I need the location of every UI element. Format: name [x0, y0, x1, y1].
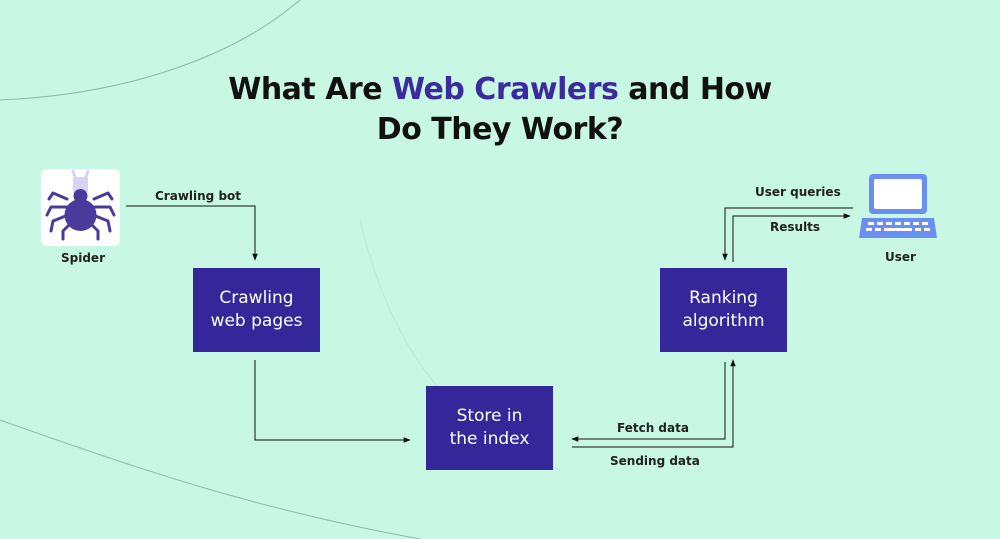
spider-card: [41, 169, 120, 246]
spider-label: Spider: [61, 251, 105, 265]
crawling-box-line-1: Crawling: [219, 288, 294, 308]
title-part-1: What Are: [228, 72, 393, 107]
user-queries-label: User queries: [755, 185, 841, 199]
results-label: Results: [770, 220, 821, 234]
arrow-crawling-to-index: [254, 360, 411, 443]
crawling-web-pages-box: Crawling web pages: [193, 268, 320, 352]
arrow-results: [732, 213, 851, 262]
crawling-bot-label: Crawling bot: [155, 189, 242, 203]
arrow-sending-data: [572, 359, 736, 448]
spider-icon: [45, 169, 116, 241]
user-label: User: [885, 250, 916, 264]
title-part-2: and How: [618, 72, 772, 107]
title-line-1: What Are Web Crawlers and How: [0, 70, 1000, 110]
ranking-box-line-2: algorithm: [682, 311, 765, 331]
index-box-line-1: Store in: [456, 406, 523, 426]
title-line-2: Do They Work?: [376, 112, 624, 147]
arrow-user-queries: [722, 207, 853, 261]
laptop-icon: [859, 174, 937, 238]
store-in-index-box: Store in the index: [426, 386, 553, 470]
arrow-crawling-bot: [126, 205, 258, 261]
crawling-box-line-2: web pages: [210, 311, 303, 331]
diagram-title: What Are Web Crawlers and How Do They Wo…: [0, 70, 1000, 150]
sending-data-label: Sending data: [610, 454, 700, 468]
arrow-fetch-data: [571, 362, 726, 442]
ranking-box-line-1: Ranking: [689, 288, 758, 308]
ranking-algorithm-box: Ranking algorithm: [660, 268, 787, 352]
index-box-line-2: the index: [449, 429, 530, 449]
fetch-data-label: Fetch data: [617, 421, 689, 435]
title-highlight: Web Crawlers: [392, 72, 619, 107]
